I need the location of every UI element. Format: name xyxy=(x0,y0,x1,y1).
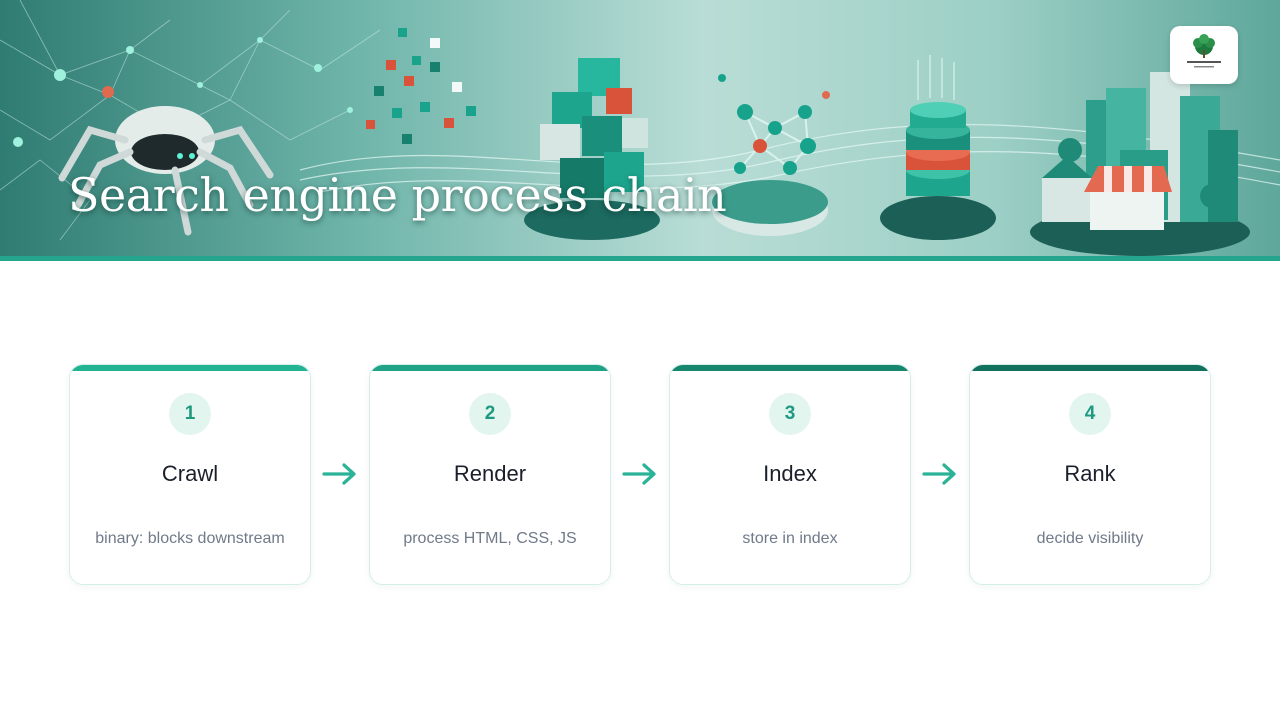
step-number-badge: 1 xyxy=(169,393,211,435)
header-banner: Search engine process chain xyxy=(0,0,1280,256)
step-card-bar xyxy=(670,365,910,371)
step-number-badge: 3 xyxy=(769,393,811,435)
step-card-bar xyxy=(70,365,310,371)
step-number-badge: 4 xyxy=(1069,393,1111,435)
step-description: store in index xyxy=(742,530,838,547)
step-description: decide visibility xyxy=(1036,530,1144,547)
step-card-rank: 4 Rank decide visibility xyxy=(969,364,1211,585)
step-card-index: 3 Index store in index xyxy=(669,364,911,585)
page-title: Search engine process chain xyxy=(68,168,727,222)
logo-badge[interactable] xyxy=(1170,26,1238,84)
arrow-right-icon xyxy=(922,463,956,485)
step-title: Index xyxy=(763,461,817,486)
step-description: process HTML, CSS, JS xyxy=(403,530,577,547)
arrow-right-icon xyxy=(322,463,356,485)
step-card-crawl: 1 Crawl binary: blocks downstream xyxy=(69,364,311,585)
step-card-bar xyxy=(370,365,610,371)
arrow-right-icon xyxy=(622,463,656,485)
step-card-bar xyxy=(970,365,1210,371)
step-title: Crawl xyxy=(161,461,219,486)
step-description: binary: blocks downstream xyxy=(95,530,285,547)
step-card-render: 2 Render process HTML, CSS, JS xyxy=(369,364,611,585)
step-title: Render xyxy=(453,461,527,486)
banner-divider xyxy=(0,256,1280,261)
tree-logo-icon xyxy=(1187,34,1221,68)
step-title: Rank xyxy=(1064,461,1116,486)
banner-illustration xyxy=(0,0,1280,256)
step-number-badge: 2 xyxy=(469,393,511,435)
